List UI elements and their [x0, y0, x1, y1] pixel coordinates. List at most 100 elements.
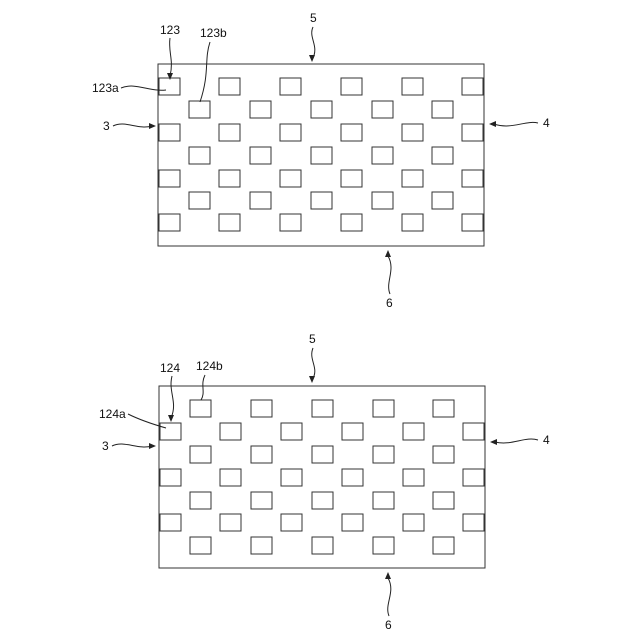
cell-top-b	[372, 147, 393, 164]
cell-top-a	[341, 170, 362, 187]
cell-bottom-b	[281, 514, 302, 531]
label-ref-cell-a: 123a	[92, 81, 119, 95]
cell-bottom-b	[220, 423, 241, 440]
figure-top: 5 123 123b 123a 3 4 6	[92, 11, 550, 310]
label-left-edge: 3	[103, 119, 110, 133]
figure-bottom: 5 124 124b 124a 3 4 6	[99, 332, 550, 632]
leader-right-edge	[494, 122, 538, 126]
cell-bottom-a	[373, 537, 394, 554]
arrow-top-edge	[309, 55, 315, 62]
cell-top-a	[219, 78, 240, 95]
label-bottom-edge: 6	[386, 296, 393, 310]
cell-bottom-a	[251, 400, 272, 417]
label-ref-cell-a: 124a	[99, 407, 126, 421]
cell-bottom-b	[281, 469, 302, 486]
cell-bottom-b	[160, 469, 181, 486]
cell-top-a	[341, 214, 362, 231]
cell-bottom-a	[312, 537, 333, 554]
leader-top-edge	[312, 348, 315, 380]
cell-bottom-a	[312, 400, 333, 417]
cell-grid-top	[159, 78, 483, 231]
cell-bottom-b	[220, 514, 241, 531]
label-left-edge: 3	[102, 439, 109, 453]
cell-top-a	[159, 170, 180, 187]
cell-bottom-a	[312, 446, 333, 463]
arrow-right-edge	[490, 439, 497, 445]
arrow-right-edge	[489, 121, 496, 127]
cell-bottom-a	[373, 446, 394, 463]
cell-bottom-a	[190, 400, 211, 417]
cell-top-b	[189, 101, 210, 118]
label-right-edge: 4	[543, 116, 550, 130]
cell-top-b	[250, 147, 271, 164]
cell-bottom-a	[373, 492, 394, 509]
label-ref-panel: 124	[160, 361, 180, 375]
cell-top-a	[280, 124, 301, 141]
label-ref-cell-b: 124b	[196, 359, 223, 373]
cell-top-a	[280, 78, 301, 95]
cell-bottom-b	[160, 514, 181, 531]
cell-top-b	[432, 101, 453, 118]
arrow-top-edge	[309, 376, 315, 383]
leader-left-edge	[113, 124, 152, 127]
cell-bottom-b	[403, 514, 424, 531]
cell-top-b	[372, 192, 393, 209]
label-bottom-edge: 6	[385, 618, 392, 632]
cell-top-b	[432, 192, 453, 209]
cell-top-a	[159, 124, 180, 141]
label-ref-cell-b: 123b	[200, 26, 227, 40]
cell-top-a	[402, 214, 423, 231]
cell-top-a	[402, 170, 423, 187]
cell-top-b	[189, 147, 210, 164]
cell-bottom-a	[373, 400, 394, 417]
cell-top-a	[341, 124, 362, 141]
cell-top-a	[341, 78, 362, 95]
cell-bottom-b	[281, 423, 302, 440]
cell-bottom-b	[403, 423, 424, 440]
arrow-left-edge	[149, 123, 156, 129]
cell-bottom-a	[190, 492, 211, 509]
cell-bottom-b	[463, 423, 484, 440]
cell-top-a	[402, 124, 423, 141]
cell-bottom-a	[251, 492, 272, 509]
cell-top-a	[280, 214, 301, 231]
cell-top-b	[311, 192, 332, 209]
arrow-bottom-edge	[385, 572, 391, 579]
leader-left-edge	[112, 444, 152, 447]
leader-right-edge	[495, 439, 538, 443]
cell-top-a	[280, 170, 301, 187]
cell-top-b	[250, 192, 271, 209]
cell-bottom-a	[433, 446, 454, 463]
cell-bottom-b	[463, 514, 484, 531]
cell-bottom-a	[312, 492, 333, 509]
label-top-edge: 5	[309, 332, 316, 346]
cell-top-a	[462, 78, 483, 95]
cell-bottom-b	[220, 469, 241, 486]
cell-bottom-b	[342, 423, 363, 440]
label-top-edge: 5	[310, 11, 317, 25]
cell-top-a	[159, 78, 180, 95]
leader-bottom-edge	[388, 256, 391, 294]
cell-top-a	[402, 78, 423, 95]
leader-bottom-edge	[388, 578, 391, 616]
cell-bottom-b	[463, 469, 484, 486]
label-ref-panel: 123	[160, 23, 180, 37]
cell-bottom-a	[251, 446, 272, 463]
cell-bottom-b	[403, 469, 424, 486]
cell-top-a	[219, 124, 240, 141]
cell-top-a	[462, 170, 483, 187]
cell-top-a	[219, 214, 240, 231]
arrow-left-edge	[149, 443, 156, 449]
cell-bottom-a	[433, 537, 454, 554]
cell-bottom-a	[190, 446, 211, 463]
cell-top-a	[462, 214, 483, 231]
cell-top-b	[311, 147, 332, 164]
label-right-edge: 4	[543, 433, 550, 447]
cell-top-b	[432, 147, 453, 164]
cell-top-a	[462, 124, 483, 141]
cell-top-b	[250, 101, 271, 118]
cell-top-b	[311, 101, 332, 118]
cell-top-b	[372, 101, 393, 118]
